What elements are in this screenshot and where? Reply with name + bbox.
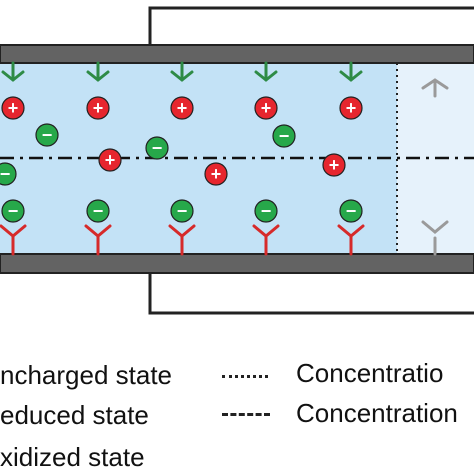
gray-receptors	[421, 78, 449, 256]
receptor-top-1	[1, 61, 25, 82]
negative-ion: −	[272, 124, 296, 148]
svg-text:+: +	[8, 98, 19, 118]
svg-text:−: −	[152, 138, 163, 158]
top-wall	[0, 44, 474, 64]
legend-label-concentration-dotted: Concentratio	[296, 358, 444, 388]
positive-ion: +	[1, 96, 25, 120]
receptor-top-2	[86, 61, 110, 82]
svg-text:−: −	[346, 201, 357, 221]
legend-label-uncharged: ncharged state	[0, 360, 173, 390]
positive-ion: +	[170, 96, 194, 120]
negative-ion: −	[1, 199, 25, 223]
positive-ion: +	[322, 153, 346, 177]
top-receptors	[1, 61, 363, 82]
svg-text:−: −	[8, 201, 19, 221]
negative-ion: −	[86, 199, 110, 223]
legend-label-reduced: educed state	[0, 400, 149, 430]
negative-ions: − − − − − − − −	[0, 123, 363, 223]
svg-text:+: +	[261, 98, 272, 118]
receptor-top-3	[170, 61, 194, 82]
svg-text:+: +	[93, 98, 104, 118]
svg-text:+: +	[105, 150, 116, 170]
receptor-bottom-2	[84, 224, 112, 256]
negative-ion: −	[0, 162, 17, 186]
positive-ion: +	[204, 162, 228, 186]
svg-text:+: +	[177, 98, 188, 118]
svg-text:−: −	[0, 164, 10, 184]
svg-text:+: +	[346, 98, 357, 118]
svg-text:−: −	[279, 126, 290, 146]
receptor-top-4	[254, 61, 278, 82]
top-electrode-box	[148, 6, 474, 45]
legend-dashed-line	[222, 413, 270, 416]
svg-text:+: +	[329, 155, 340, 175]
legend-label-concentration-dashed: Concentration	[296, 398, 458, 428]
positive-ion: +	[98, 148, 122, 172]
receptor-top-5	[339, 61, 363, 82]
positive-ion: +	[254, 96, 278, 120]
negative-ion: −	[35, 123, 59, 147]
receptor-bottom-4	[252, 224, 280, 256]
svg-text:−: −	[177, 201, 188, 221]
negative-ion: −	[170, 199, 194, 223]
bottom-wall	[0, 253, 474, 274]
receptor-bottom-1	[0, 224, 27, 256]
positive-ions: + + + + + + + +	[1, 96, 363, 186]
negative-ion: −	[254, 199, 278, 223]
svg-text:+: +	[211, 164, 222, 184]
bottom-receptors	[0, 224, 365, 256]
positive-ion: +	[86, 96, 110, 120]
svg-text:−: −	[261, 201, 272, 221]
legend-label-oxidized: xidized state	[0, 442, 145, 472]
receptor-gray-top	[421, 78, 449, 98]
positive-ion: +	[339, 96, 363, 120]
svg-text:−: −	[42, 125, 53, 145]
legend-dotted-line	[222, 375, 268, 378]
receptor-bottom-5	[337, 224, 365, 256]
negative-ion: −	[339, 199, 363, 223]
negative-ion: −	[145, 136, 169, 160]
receptor-gray-bottom	[421, 220, 449, 256]
svg-text:−: −	[93, 201, 104, 221]
receptor-bottom-3	[168, 224, 196, 256]
bottom-electrode-box	[148, 274, 474, 315]
